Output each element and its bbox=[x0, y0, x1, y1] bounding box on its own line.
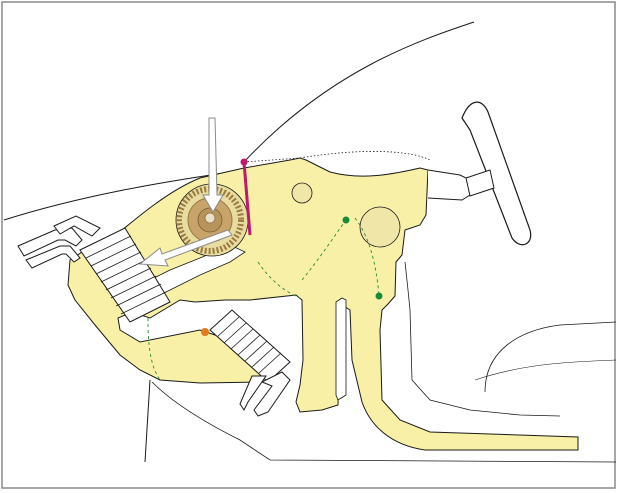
temp-door-arc bbox=[147, 317, 161, 381]
blend-door bbox=[242, 161, 252, 236]
mode-door-pivot-lower bbox=[375, 292, 383, 300]
seat-outline bbox=[484, 321, 617, 393]
blend-door-pivot bbox=[240, 158, 248, 166]
airflow-arrow-icon bbox=[138, 229, 233, 267]
mode-door-pivot-upper bbox=[342, 216, 350, 224]
heater-core-pipes bbox=[239, 371, 291, 417]
blower-fan-icon bbox=[175, 183, 249, 257]
defrost-vent-circle bbox=[291, 182, 313, 204]
mode-door-arc-right bbox=[354, 217, 380, 297]
airflow-arrow-icon bbox=[202, 117, 224, 213]
mode-door-arc-mid bbox=[301, 219, 347, 281]
evaporator-core-icon bbox=[79, 227, 171, 323]
windshield-dotted bbox=[243, 151, 431, 163]
floor-line bbox=[151, 381, 617, 463]
face-vent-circle bbox=[359, 206, 401, 248]
heater-core-icon bbox=[209, 309, 291, 383]
windshield-line bbox=[243, 21, 475, 163]
evaporator-pipes bbox=[17, 215, 101, 269]
steering-wheel-icon bbox=[461, 101, 532, 246]
temp-door-pivot bbox=[201, 328, 209, 336]
body-panel-line bbox=[404, 261, 561, 417]
console-wall bbox=[144, 379, 151, 463]
floor-duct-slot bbox=[335, 297, 347, 401]
mode-door-arc-left bbox=[257, 261, 301, 299]
seat-inner bbox=[474, 359, 617, 381]
